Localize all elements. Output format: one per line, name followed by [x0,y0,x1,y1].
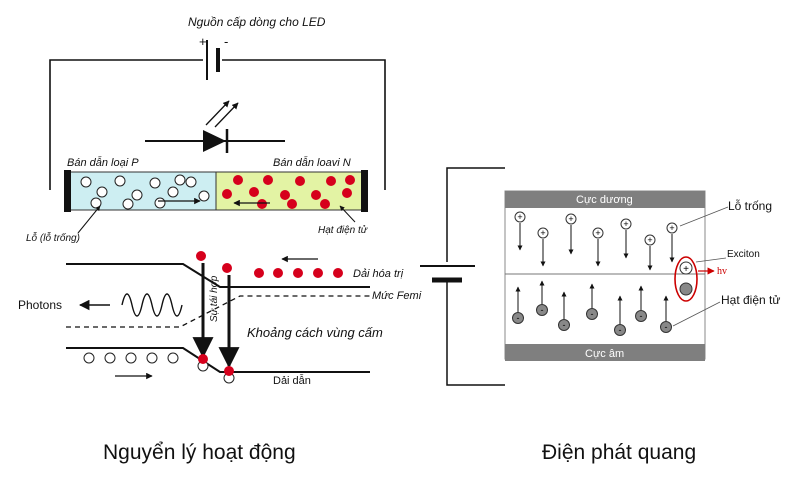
valence-label: Dải hóa trị [353,268,404,280]
left-caption: Nguyển lý hoạt động [103,441,296,464]
led-circuit: Nguồn cấp dòng cho LED + - Bán dẫn loại … [26,15,386,244]
el-cell-body [504,190,706,360]
conduction-particles [83,352,235,384]
band-gap-label: Khoảng cách vùng cấm [247,325,383,340]
minus-sign: - [224,34,228,49]
electron-label-right: Hạt điện tử [721,293,780,307]
negative-label: Cực âm [585,348,624,360]
hole-pointer-right [679,206,729,227]
led-diode-icon [145,129,285,153]
exciton-label: Exciton [727,249,760,260]
svg-text:-: - [563,320,566,330]
svg-text:-: - [541,305,544,315]
negative-electrode-bar [505,344,705,361]
svg-text:+: + [683,264,689,275]
hole-label-right: Lỗ trống [728,198,772,213]
svg-text:-: - [517,313,520,323]
svg-text:+: + [669,223,674,233]
svg-text:-: - [619,325,622,335]
electrons-group [222,175,355,209]
electron-pointer-right [672,301,721,327]
left-electrode [64,170,71,212]
exciton-pointer [695,257,727,263]
svg-text:+: + [647,235,652,245]
positive-electrode-bar [505,191,705,208]
el-circuit-wire [446,167,505,386]
p-label: Bán dẫn loại P [67,156,139,169]
circuit-wire [49,59,386,190]
svg-text:-: - [591,309,594,319]
battery-icon [206,40,220,80]
fermi-label: Mức Femi [372,290,422,302]
svg-text:+: + [517,212,522,222]
plus-sign: + [199,34,207,49]
right-caption: Điện phát quang [542,441,696,464]
power-label: Nguồn cấp dòng cho LED [188,15,326,29]
svg-text:-: - [665,322,668,332]
photon-wave-icon [121,293,183,317]
fermi-level-line [66,295,370,328]
conduction-label: Dải dẫn [273,374,311,387]
el-cell: Cực dương Cực âm + + + + + + + - - - - -… [420,167,780,386]
electron-pointer [339,205,356,223]
photons-label: Photons [18,298,62,312]
svg-text:+: + [623,219,628,229]
svg-text:+: + [540,228,545,238]
hole-pointer [77,205,101,234]
svg-text:+: + [568,214,573,224]
electrons-bottom: - - - - - - - [512,280,672,336]
band-diagram: Dải hóa trị Mức Femi Sự tái hợp Khoảng c… [18,251,422,387]
hole-label: Lỗ (lỗ trống) [26,231,80,244]
right-electrode [361,170,368,212]
light-emission-arrows-icon [205,100,239,128]
exciton: + [674,256,698,302]
svg-text:+: + [595,228,600,238]
recombination-label: Sự tái hợp [209,275,220,322]
holes-top: + + + + + + + [514,211,678,271]
n-label: Bán dẫn loavi N [273,156,351,169]
positive-label: Cực dương [576,194,633,206]
hv-label: hv [717,266,727,277]
holes-group [80,174,210,210]
svg-text:-: - [640,311,643,321]
valence-electrons [196,251,343,278]
electron-label: Hạt điện tử [318,224,368,236]
